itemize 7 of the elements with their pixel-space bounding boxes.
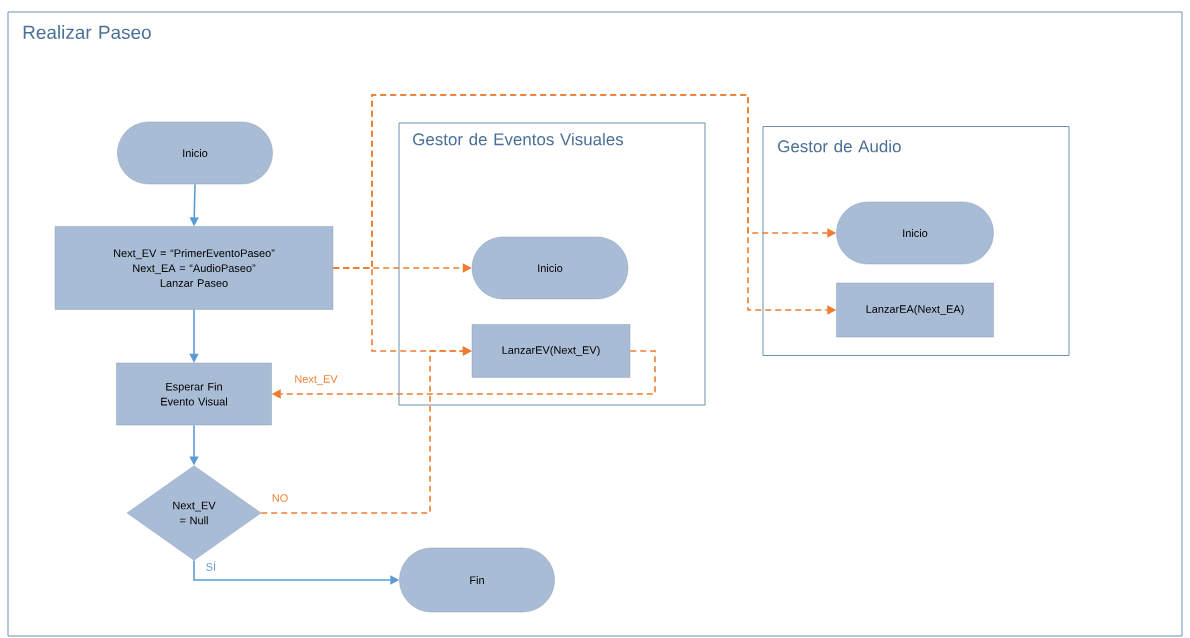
process-box: LanzarEA(Next_EA) (836, 282, 994, 338)
process-box: Next_EV = “PrimerEventoPaseo” Next_EA = “AudioPaseo” Lanzar Paseo (54, 226, 334, 310)
process-box: LanzarEV(Next_EV) (471, 324, 631, 378)
edge-label: SÍ (204, 559, 218, 573)
edge-label: Next_EV (292, 373, 340, 387)
edge-label: NO (270, 492, 290, 504)
process-box: Esperar Fin Evento Visual (116, 362, 272, 426)
